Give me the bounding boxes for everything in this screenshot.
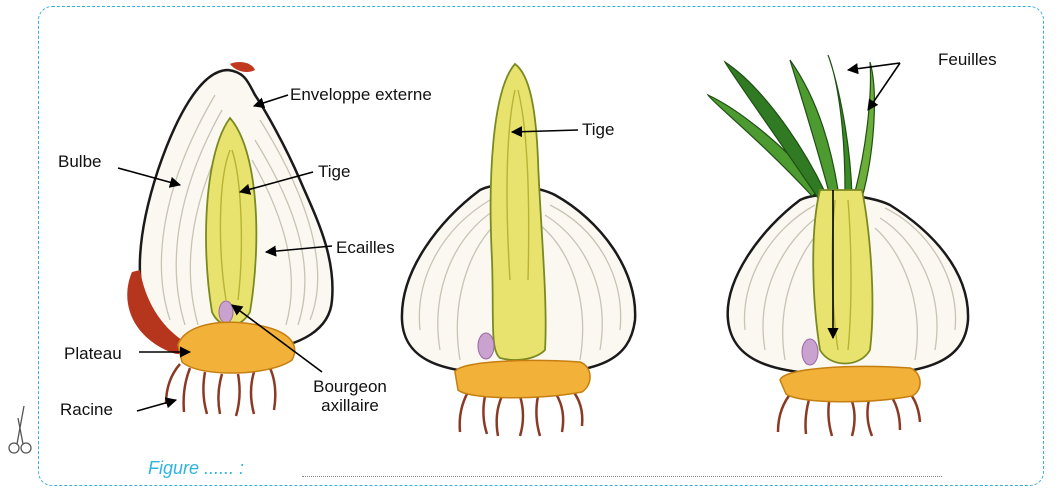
label-feuilles: Feuilles [938,50,997,69]
bulb-3 [708,55,968,436]
label-enveloppe-externe: Enveloppe externe [290,85,432,104]
leaves [708,55,874,198]
figure-caption: Figure ...... : [148,458,244,479]
label-bourgeon-line1: Bourgeon [296,377,404,396]
label-racine: Racine [60,400,113,419]
label-plateau: Plateau [64,344,122,363]
label-bourgeon-line2: axillaire [296,396,404,415]
caption-fill-line[interactable] [302,476,942,477]
label-bourgeon-axillaire: Bourgeon axillaire [296,377,404,415]
label-tige-2: Tige [582,120,614,139]
bulb-section-1 [127,62,332,416]
label-tige-1: Tige [318,162,350,181]
label-ecailles: Ecailles [336,238,395,257]
label-bulbe: Bulbe [58,152,101,171]
